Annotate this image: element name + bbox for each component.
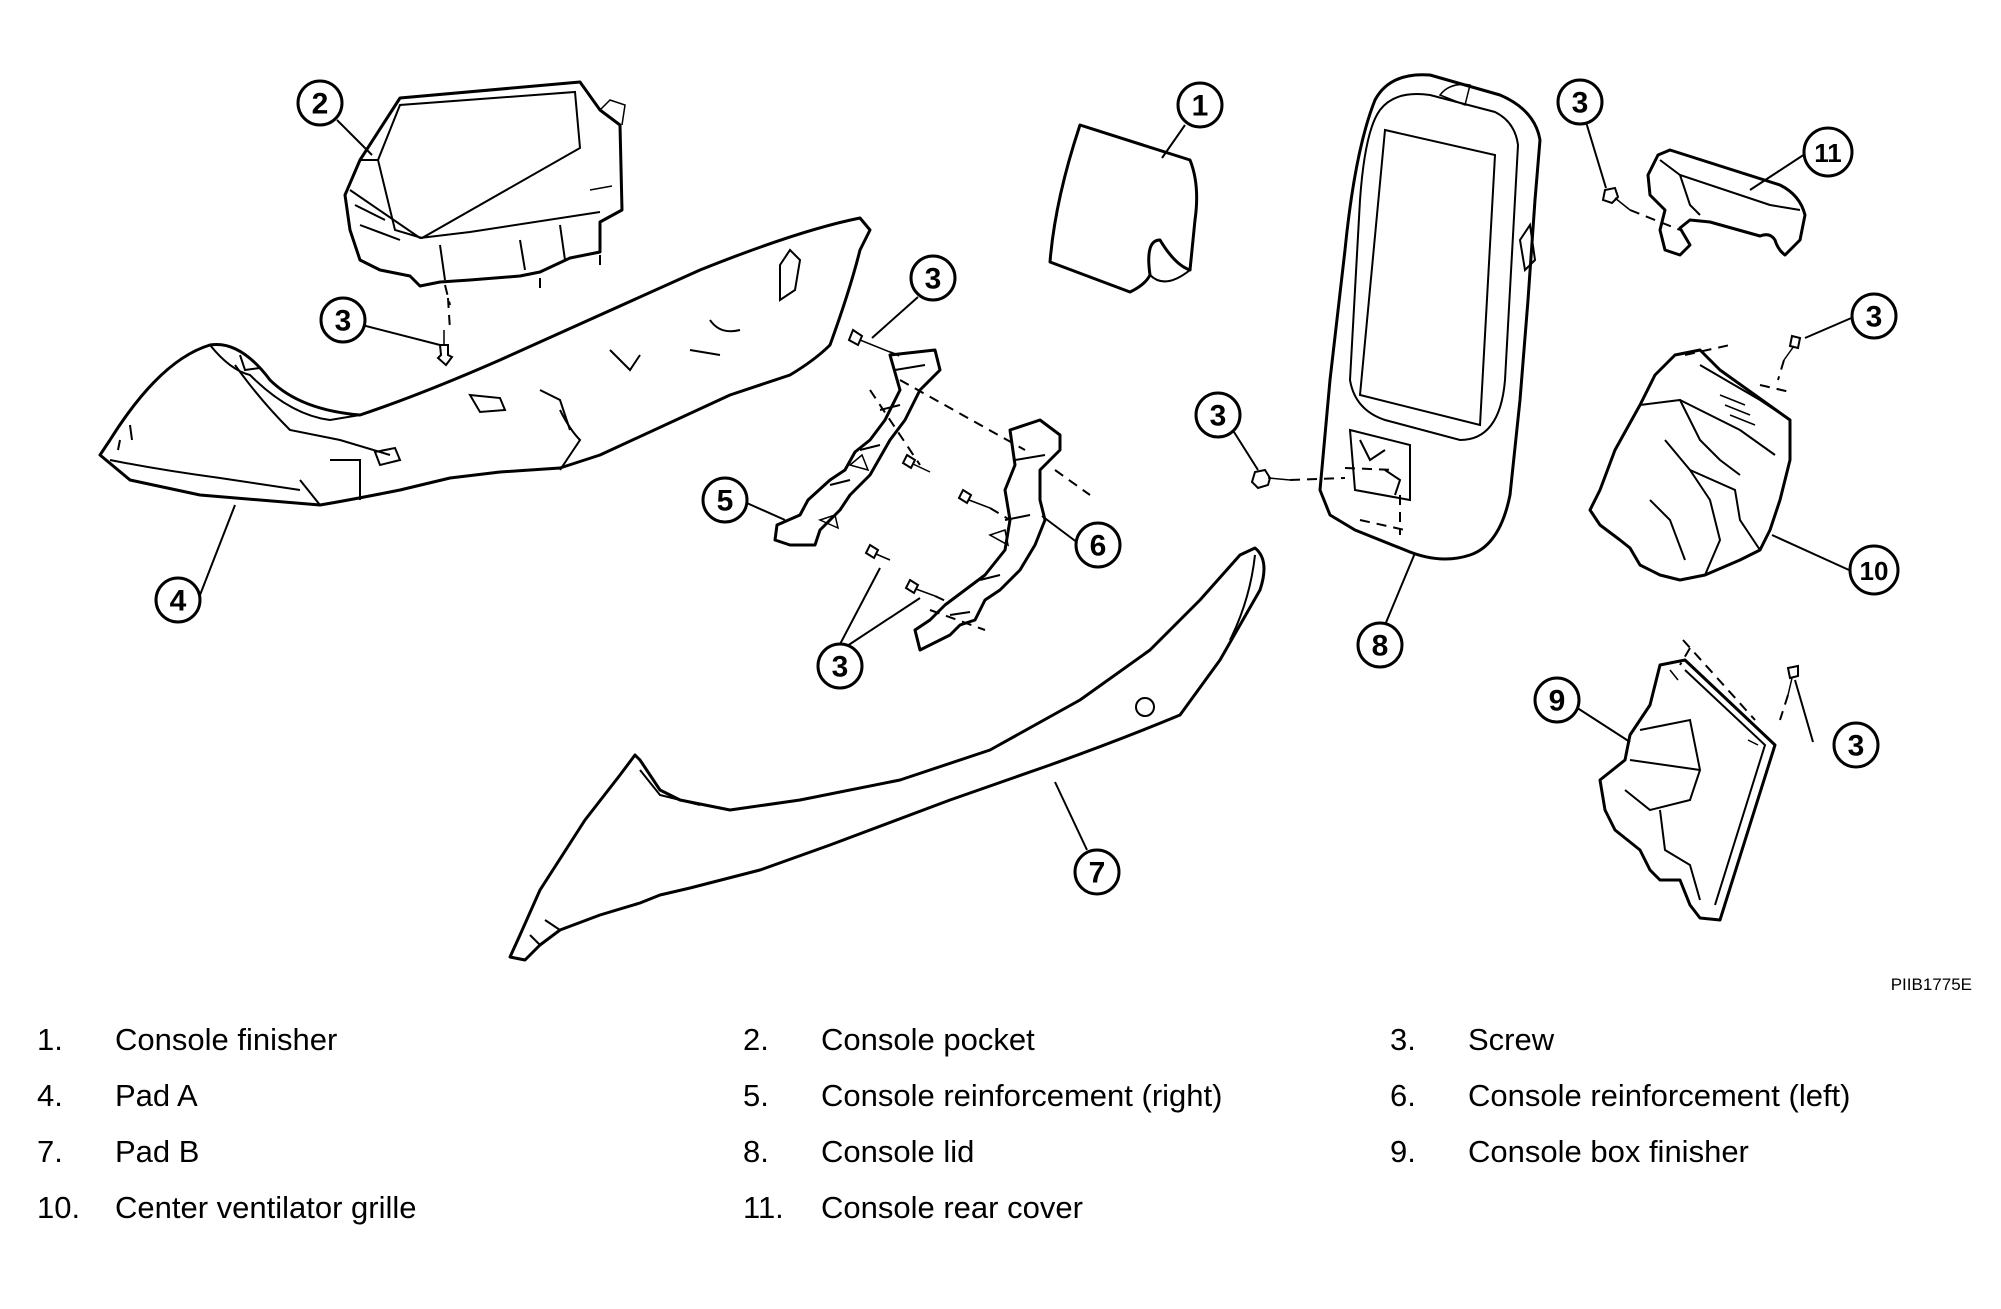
legend-number: 9. [1390,1134,1416,1169]
legend-label: Pad B [115,1134,200,1169]
svg-text:6: 6 [1090,530,1107,563]
svg-text:11: 11 [1814,138,1842,168]
legend-label: Console rear cover [821,1190,1083,1225]
figure-code: PIIB1775E [1891,975,1972,994]
svg-text:4: 4 [170,585,187,618]
svg-text:5: 5 [717,485,734,518]
legend-number: 11. [743,1190,784,1225]
legend-label: Console lid [821,1134,975,1169]
screw-lower-2 [904,578,951,604]
callout-3-pocket: 3 [319,296,367,344]
screw-rear-cover [1601,186,1631,211]
callout-6: 6 [1074,521,1122,569]
svg-text:2: 2 [312,88,329,121]
console-finisher-part [1048,123,1199,294]
svg-text:3: 3 [1866,301,1883,334]
console-box-finisher-part [1598,639,1777,922]
svg-text:3: 3 [925,263,942,296]
callout-3-rear-cover: 3 [1556,78,1604,126]
legend-number: 1. [37,1022,63,1057]
callout-9: 9 [1533,676,1581,724]
callout-3-console-lid: 3 [1194,391,1242,439]
legend-number: 2. [743,1022,769,1057]
screw-upper-reinforcement [847,328,906,359]
screw-box-finisher [1779,664,1799,721]
callout-3-box-finisher: 3 [1832,721,1880,769]
legend-number: 5. [743,1078,769,1113]
alignment-lines [869,379,1091,631]
screw-console-lid [1250,468,1346,490]
center-ventilator-grille-part [1588,344,1792,582]
parts-legend: 1. Console finisher 2. Console pocket 3.… [0,1020,2001,1260]
console-lid-part [1318,73,1542,561]
callout-11: 11 [1802,126,1854,178]
pad-a-part [98,216,872,507]
callout-3-ventilator: 3 [1850,292,1898,340]
legend-label: Console reinforcement (right) [821,1078,1223,1113]
console-pocket-part [343,80,626,331]
callout-5: 5 [701,476,749,524]
legend-number: 3. [1390,1022,1416,1057]
svg-text:3: 3 [832,651,849,684]
legend-number: 6. [1390,1078,1416,1113]
callout-10: 10 [1848,544,1900,596]
legend-label: Console finisher [115,1022,338,1057]
callout-8: 8 [1356,621,1404,669]
screw-ventilator [1777,334,1802,381]
screw-lower-1 [864,543,891,561]
callout-7: 7 [1073,848,1121,896]
callout-4: 4 [154,576,202,624]
screw-near-pocket [436,330,454,367]
exploded-diagram: 1 2 3 4 3 5 6 3 7 3 8 9 [98,73,1972,994]
svg-text:3: 3 [1572,87,1589,120]
svg-text:9: 9 [1549,685,1566,718]
legend-label: Pad A [115,1078,198,1113]
console-rear-cover-part [1629,148,1807,257]
svg-text:10: 10 [1860,556,1889,586]
screw-mid-2 [957,488,1011,521]
screw-mid-1 [901,453,931,473]
legend-label: Console reinforcement (left) [1468,1078,1851,1113]
svg-text:3: 3 [335,305,352,338]
legend-label: Center ventilator grille [115,1190,417,1225]
callout-1: 1 [1176,81,1224,129]
callout-3-upper-reinforcement: 3 [909,254,957,302]
legend-number: 7. [37,1134,63,1169]
svg-text:3: 3 [1848,730,1865,763]
callout-3-lower-reinforcement: 3 [816,642,864,690]
screw-parts [436,186,1802,721]
legend-label: Screw [1468,1022,1555,1057]
legend-number: 4. [37,1078,63,1113]
callout-2: 2 [296,79,344,127]
svg-text:3: 3 [1210,400,1227,433]
svg-text:1: 1 [1192,90,1209,123]
legend-number: 8. [743,1134,769,1169]
console-reinforcement-right-part [773,348,942,547]
legend-label: Console pocket [821,1022,1035,1057]
pad-b-part [508,546,1266,962]
svg-text:7: 7 [1089,857,1106,890]
svg-text:8: 8 [1372,630,1389,663]
console-reinforcement-left-part [913,418,1062,652]
legend-label: Console box finisher [1468,1134,1749,1169]
legend-number: 10. [37,1190,81,1225]
